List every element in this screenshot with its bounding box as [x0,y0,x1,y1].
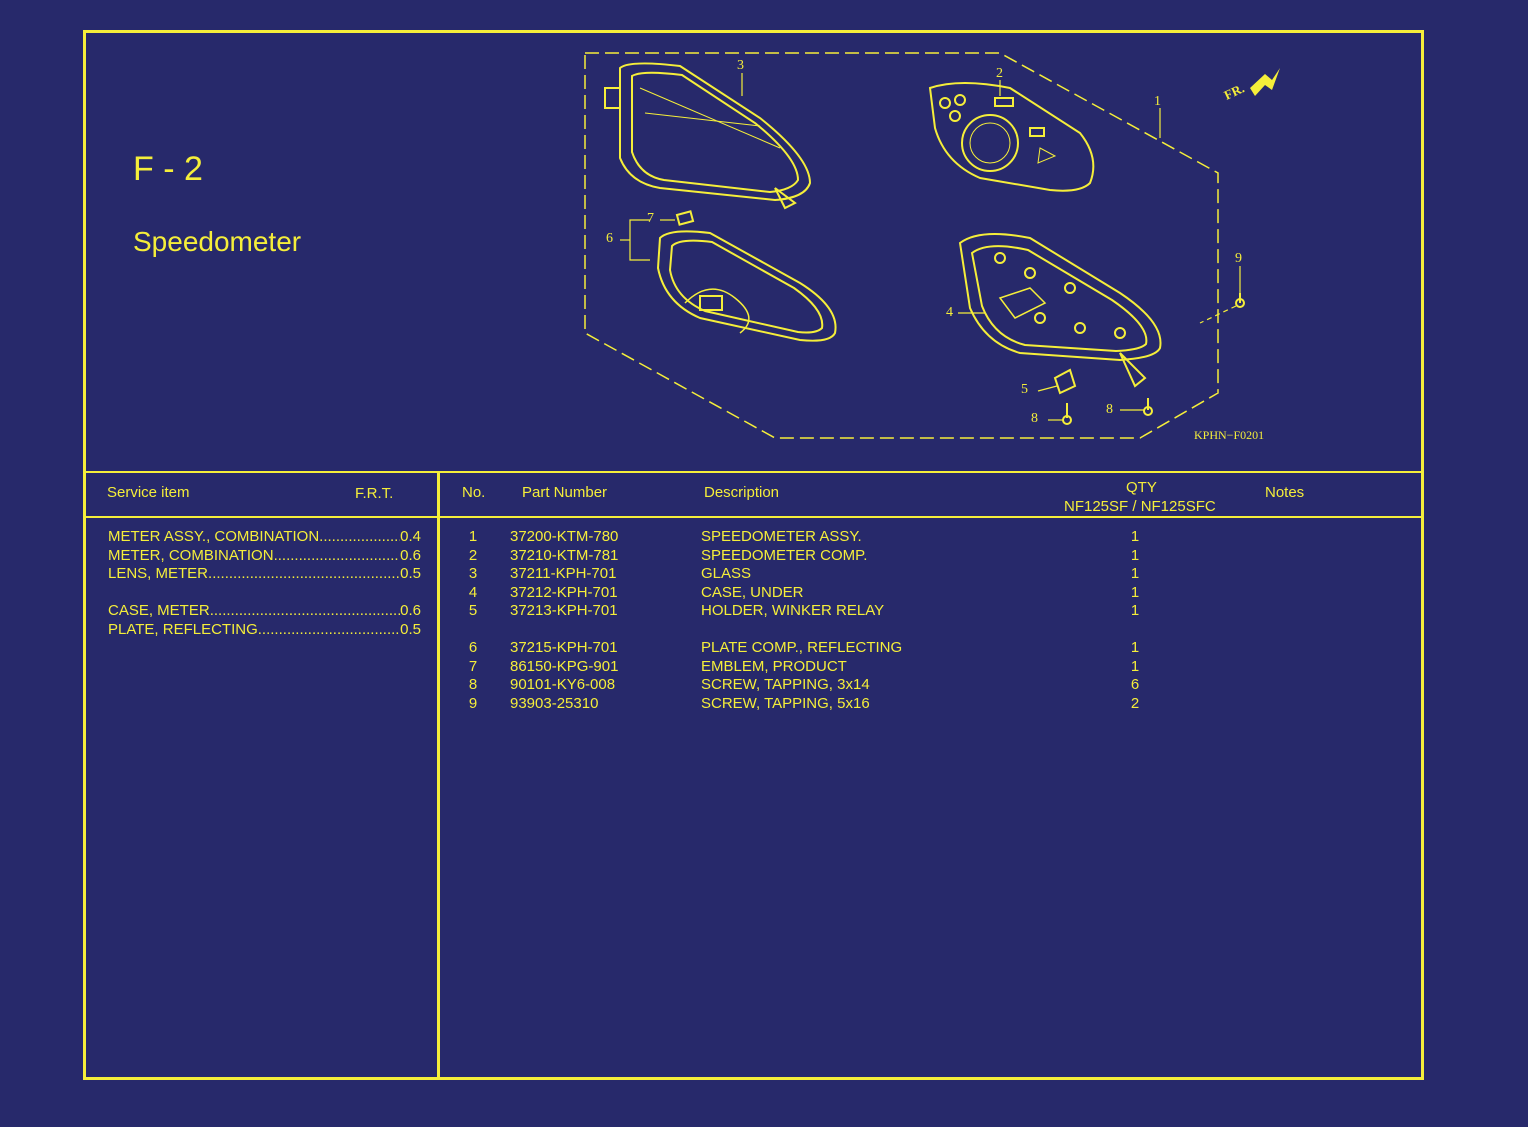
speedometer-comp-part [928,82,1095,192]
part-number: 37210-KTM-781 [510,546,619,564]
part-no: 5 [468,602,478,619]
callout-8b: 8 [1106,402,1113,417]
column-divider [437,471,440,1080]
part-number: 90101-KY6-008 [510,676,616,693]
no-header: No. [462,484,486,501]
part-number: 86150-KPG-901 [510,657,619,675]
part-description: CASE, UNDER [701,583,804,601]
callout-8a: 8 [1031,411,1038,426]
under-case-part [958,233,1162,388]
part-no: 9 [468,694,478,712]
part-description: GLASS [701,565,752,582]
part-description: PLATE COMP., REFLECTING [701,639,903,656]
callout-6: 6 [606,231,613,246]
part-no: 8 [468,676,478,693]
reflecting-plate-part [656,230,837,342]
part-description: HOLDER, WINKER RELAY [701,602,885,619]
part-qty: 1 [1130,602,1140,619]
glass-part [604,62,812,210]
part-description: SCREW, TAPPING, 5x16 [701,694,870,712]
callout-1: 1 [1154,94,1161,109]
part-qty: 1 [1130,583,1140,601]
diagram-ref: KPHN−F0201 [1194,428,1265,442]
front-arrow-icon [1250,68,1280,96]
description-header: Description [704,484,780,501]
part-no: 4 [468,583,478,601]
part-number: 37212-KPH-701 [510,583,618,601]
part-description: SPEEDOMETER COMP. [701,546,868,564]
screw-part [1143,398,1153,416]
service-item: LENS, METER0.5 [108,565,421,584]
part-number: 37213-KPH-701 [510,602,618,619]
callout-9: 9 [1235,251,1242,266]
service-item-list: METER ASSY., COMBINATION0.4 METER, COMBI… [108,528,421,639]
part-qty: 1 [1130,657,1140,675]
part-no: 2 [468,546,478,564]
part-no: 6 [468,639,478,656]
exploded-parts-diagram: 3 2 1 7 6 9 4 5 8 8 FR. KPHN−F0201 [560,48,1290,450]
part-qty: 2 [1130,694,1140,712]
section-title: Speedometer [133,226,302,257]
part-number: 37200-KTM-780 [510,528,619,545]
callout-5: 5 [1021,382,1028,397]
part-no: 3 [468,565,478,582]
section-divider [85,471,1424,473]
callout-7: 7 [647,211,654,226]
assembly-outline [584,52,1219,439]
part-no: 7 [468,657,478,675]
section-code: F - 2 [133,150,203,188]
service-item: CASE, METER0.6 [108,602,421,621]
qty-models-header: NF125SF / NF125SFC [1064,498,1216,515]
part-qty: 6 [1130,676,1140,693]
part-qty: 1 [1130,546,1140,564]
part-no: 1 [468,528,478,545]
emblem-part [675,210,695,226]
part-number: 93903-25310 [510,694,599,712]
page-frame [83,30,1424,1080]
service-item-header: Service item [107,484,190,501]
part-number: 37215-KPH-701 [510,639,618,656]
notes-header: Notes [1265,484,1305,501]
part-number: 37211-KPH-701 [510,565,617,582]
screw-part [1062,403,1072,425]
part-qty: 1 [1130,565,1140,582]
part-qty: 1 [1130,639,1140,656]
qty-header: QTY [1126,479,1157,496]
part-description: SCREW, TAPPING, 3x14 [701,676,870,693]
header-divider [85,516,1424,518]
part-number-header: Part Number [522,484,608,501]
callout-3: 3 [737,58,744,73]
service-item: METER ASSY., COMBINATION0.4 [108,528,421,547]
part-description: SPEEDOMETER ASSY. [701,528,862,545]
callout-2: 2 [996,66,1003,81]
winker-relay-holder-part [1053,368,1077,395]
frt-header: F.R.T. [355,485,394,502]
part-description: EMBLEM, PRODUCT [701,657,847,675]
part-qty: 1 [1130,528,1140,545]
service-item: PLATE, REFLECTING0.5 [108,621,421,640]
screw-part [1235,293,1245,308]
callout-4: 4 [946,305,953,320]
service-item: METER, COMBINATION0.6 [108,547,421,566]
